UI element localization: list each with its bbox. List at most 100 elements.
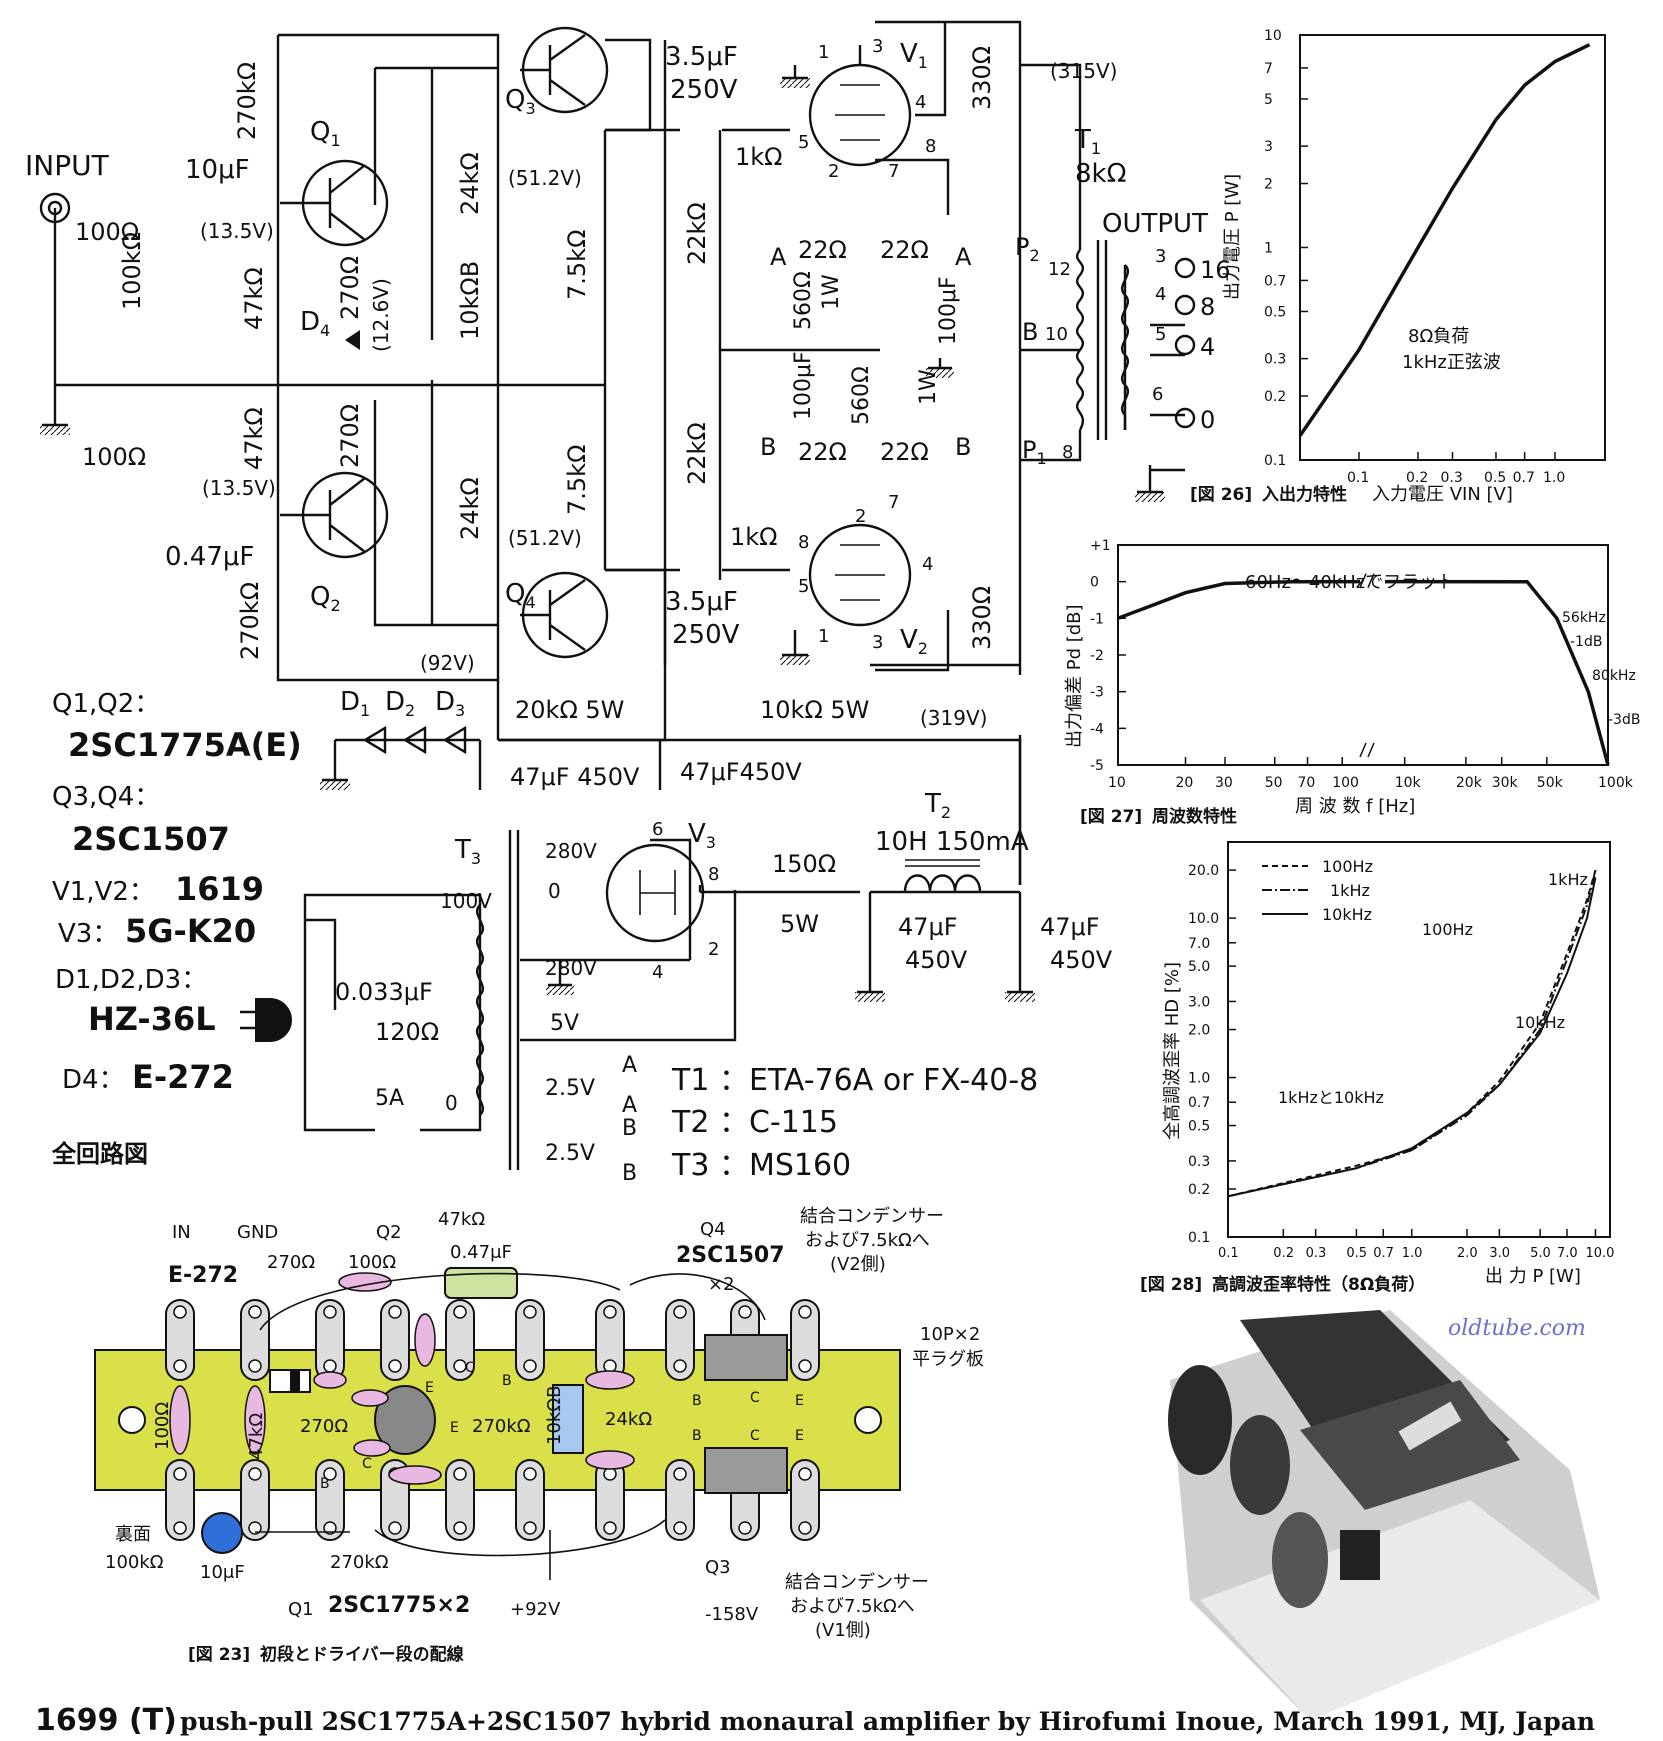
fig23-r100v: 100Ω	[152, 1402, 173, 1450]
r-22-b1-label: 22Ω	[798, 438, 847, 466]
ac-plug	[240, 998, 292, 1042]
fig26-ytick-label-10: 0.1	[1264, 453, 1286, 469]
fig28-ytick-label-3: 5.0	[1188, 959, 1210, 975]
lug-top-1	[240, 1299, 270, 1381]
fig28-ytick-label-4: 3.0	[1188, 994, 1210, 1010]
fig23-e3: E	[795, 1393, 804, 1409]
fig23-b4: B	[692, 1428, 702, 1444]
fig28-xtick-label-4: 0.7	[1373, 1246, 1394, 1261]
r-22-a1-label: 22Ω	[798, 236, 847, 264]
fig28-ytick-label-0: 20.0	[1188, 863, 1219, 879]
t1-terminals: P2 12 B 10 P1 8 3 4 5 6 16 8 4 0	[1015, 233, 1231, 468]
svg-text:5: 5	[798, 132, 809, 153]
v126-label: (12.6V)	[369, 278, 393, 352]
fig26-ytick-label-6: 0.7	[1264, 273, 1286, 289]
d3-label: D3	[435, 687, 465, 720]
schematic	[39, 20, 1196, 1170]
fig26-xtick-label-4: 0.7	[1513, 470, 1535, 486]
fig28-ytick-label-6: 1.0	[1188, 1071, 1210, 1087]
c-47-4-label: 47μF	[1040, 913, 1100, 941]
t1-imp-label: 8kΩ	[1075, 159, 1126, 189]
fig28-legend-1khz: 1kHz	[1330, 881, 1370, 900]
fig23-b2: B	[502, 1373, 512, 1389]
r-75k-top-label: 7.5kΩ	[563, 230, 591, 300]
fig26-ytick-label-0: 10	[1264, 28, 1282, 44]
d123-value: HZ-36L	[88, 1000, 216, 1038]
fig28-xtick-label-10: 10.0	[1585, 1246, 1614, 1261]
r-47k-bot-label: 47kΩ	[240, 407, 268, 470]
lug-bottom-5	[515, 1459, 545, 1541]
chart-fig26: 出力電圧 P [W] 入力電圧 VIN [V] 8Ω負荷 1kHz正弦波 [図 …	[1190, 28, 1606, 505]
fig23-c2: C	[465, 1360, 475, 1376]
fig26-ytick-label-8: 0.3	[1264, 352, 1286, 368]
fig23-r24k: 24kΩ	[605, 1409, 652, 1430]
svg-text:8: 8	[798, 532, 809, 553]
fig26-ytick-label-5: 1	[1264, 241, 1273, 257]
q1-label: Q1	[310, 117, 341, 150]
fig28-caption: 高調波歪率特性（8Ω負荷）	[1212, 1274, 1425, 1295]
c-35-top-v-label: 250V	[670, 75, 738, 105]
c-47-2-label: 47μF450V	[680, 758, 802, 786]
fig23-note-bot3: (V1側)	[815, 1620, 871, 1641]
v3-list-label: V3：	[58, 919, 118, 949]
c-47-3v-label: 450V	[905, 946, 968, 974]
fig27-caption: 周波数特性	[1152, 806, 1237, 827]
footer: 1699 (T) push-pull 2SC1775A+2SC1507 hybr…	[35, 1703, 1595, 1738]
c-35-bot-v-label: 250V	[672, 620, 740, 650]
lug-bottom-4	[445, 1459, 475, 1541]
r-100k-label: 100kΩ	[118, 232, 146, 310]
r-75k-bot-label: 7.5kΩ	[563, 445, 591, 515]
r-270-top-label: 270Ω	[336, 256, 364, 320]
svg-text:7: 7	[888, 492, 899, 513]
fig23-note-bot: 結合コンデンサー	[785, 1572, 929, 1593]
v3-list-value: 5G-K20	[125, 912, 256, 950]
fig28-ytick-label-7: 0.7	[1188, 1095, 1210, 1111]
svg-text:3: 3	[1155, 246, 1166, 267]
v3-label: V3	[688, 819, 716, 852]
r-270k-top-label: 270kΩ	[233, 62, 261, 140]
v512a-label: (51.2V)	[508, 166, 582, 190]
svg-text:B: B	[760, 433, 776, 461]
fig23-q1v: 2SC1775×2	[328, 1593, 470, 1618]
svg-text:7: 7	[888, 161, 899, 182]
fig23-r47k: 47kΩ	[438, 1209, 485, 1230]
d123-label: D1,D2,D3：	[55, 965, 207, 995]
fig27-ylabel: 出力偏差 Pd [dB]	[1064, 604, 1085, 748]
fig23-b3: B	[692, 1393, 702, 1409]
fig27-a80v: -3dB	[1608, 712, 1640, 728]
fig28-legend-10khz: 10kHz	[1322, 905, 1372, 924]
fig23-q4: Q4	[700, 1219, 726, 1240]
fig23-q2: Q2	[376, 1222, 402, 1243]
fig27-ytick-label-6: -5	[1090, 758, 1104, 774]
output-label: OUTPUT	[1102, 209, 1208, 239]
svg-text:1: 1	[818, 626, 829, 647]
d1-label: D1	[340, 687, 370, 720]
fig23-e1: E	[425, 1380, 434, 1396]
fig27-a56v: -1dB	[1570, 634, 1602, 650]
fig23-caption-num: [図 23]	[188, 1645, 250, 1665]
v1-label: V1	[900, 39, 928, 72]
fig28-series-10kHz	[1227, 877, 1597, 1198]
svg-text:P1: P1	[1022, 436, 1047, 468]
fig26-note1: 8Ω負荷	[1408, 326, 1469, 347]
input-jack	[39, 192, 71, 224]
fig23-r100: 100Ω	[348, 1252, 396, 1273]
r-20k-label: 20kΩ 5W	[515, 696, 624, 724]
fig23-r47kv: 47kΩ	[246, 1413, 267, 1460]
tube-v3	[605, 843, 705, 943]
fig28-ytick-label-5: 2.0	[1188, 1023, 1210, 1039]
fig26-ytick-label-4: 2	[1264, 177, 1273, 193]
svg-text:6: 6	[1152, 384, 1163, 405]
fig27-xtick-label-3: 50	[1265, 775, 1283, 791]
fig28-xtick-label-5: 1.0	[1402, 1246, 1423, 1261]
fig26-ytick-label-2: 5	[1264, 92, 1273, 108]
board-resistor-5	[585, 1450, 635, 1470]
q12-value: 2SC1775A(E)	[68, 726, 302, 764]
v12-value: 1619	[175, 870, 264, 908]
v12-label: V1,V2：	[52, 877, 155, 907]
fig28-ytick-label-11: 0.1	[1188, 1230, 1210, 1246]
q12-label: Q1,Q2：	[52, 689, 160, 719]
r-24k-top-label: 24kΩ	[456, 152, 484, 215]
fig26-series-line	[1298, 43, 1591, 437]
v512b-label: (51.2V)	[508, 526, 582, 550]
